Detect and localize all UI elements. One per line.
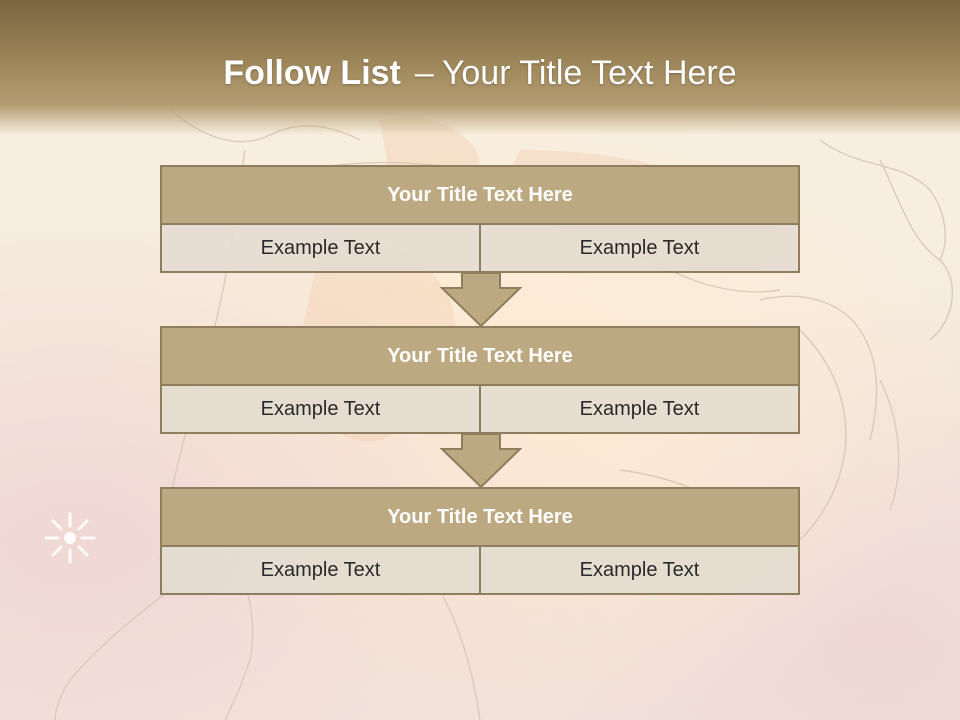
slide-title: Follow List–Your Title Text Here [0,54,960,93]
block-title: Your Title Text Here [162,328,798,386]
slide-title-rest: Your Title Text Here [441,54,737,92]
block-row: Example Text Example Text [162,225,798,271]
down-arrow-icon [440,272,522,328]
block-title: Your Title Text Here [162,489,798,547]
block-cell-left: Example Text [162,386,479,432]
block-title: Your Title Text Here [162,167,798,225]
block-cell-right: Example Text [479,225,798,271]
block-row: Example Text Example Text [162,547,798,593]
down-arrow-icon [440,433,522,489]
header-band [0,0,960,135]
list-block-3: Your Title Text Here Example Text Exampl… [160,487,800,595]
block-cell-left: Example Text [162,547,479,593]
sparkle-icon [44,512,96,564]
list-block-2: Your Title Text Here Example Text Exampl… [160,326,800,434]
block-row: Example Text Example Text [162,386,798,432]
block-cell-right: Example Text [479,386,798,432]
list-block-1: Your Title Text Here Example Text Exampl… [160,165,800,273]
block-cell-left: Example Text [162,225,479,271]
slide-title-separator: – [414,54,434,92]
block-cell-right: Example Text [479,547,798,593]
slide-title-bold: Follow List [223,54,401,92]
